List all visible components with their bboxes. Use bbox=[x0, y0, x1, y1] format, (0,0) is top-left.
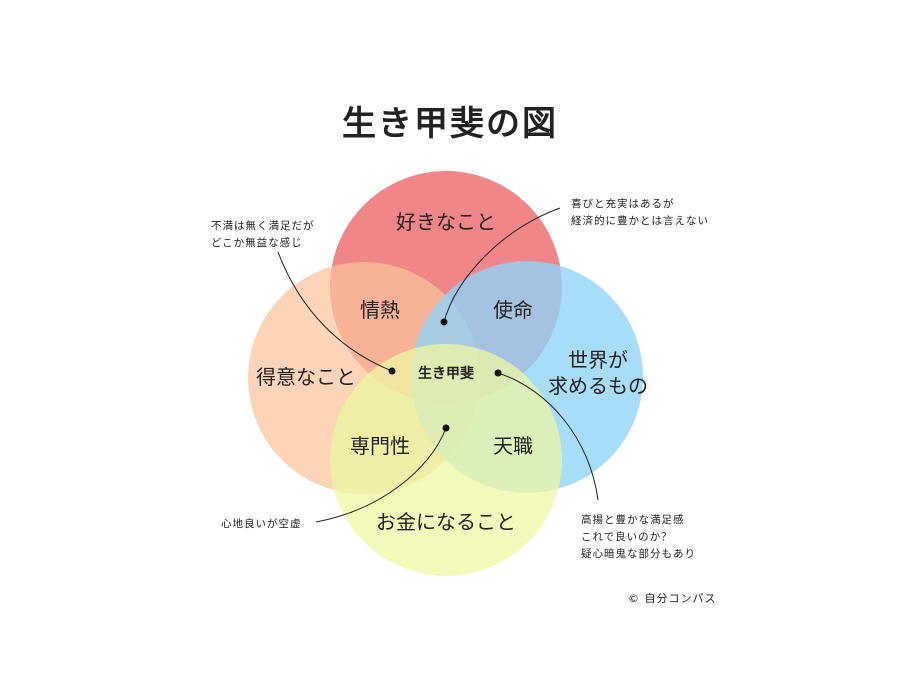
leader-line-bottom-left bbox=[315, 427, 447, 523]
note-bottom-right: 高揚と豊かな満足感 これで良いのか？ 疑心暗鬼な部分もあり bbox=[581, 514, 696, 560]
marker-dot bbox=[494, 369, 502, 377]
copyright: © 自分コンパス bbox=[628, 592, 717, 605]
label-likes: 好きなこと bbox=[396, 210, 496, 234]
label-vocation: 天職 bbox=[493, 434, 533, 458]
label-passion: 情熱 bbox=[360, 298, 400, 322]
label-money: お金になること bbox=[376, 510, 516, 534]
page-title: 生き甲斐の図 bbox=[342, 104, 558, 144]
note-top-right: 喜びと充実はあるが 経済的に豊かとは言えない bbox=[571, 198, 709, 227]
marker-dot bbox=[388, 367, 396, 375]
label-mission: 使命 bbox=[493, 298, 533, 322]
label-profession: 専門性 bbox=[350, 434, 410, 458]
leader-line-top-right bbox=[443, 207, 561, 323]
note-bottom-left: 心地良いが空虚 bbox=[221, 518, 302, 530]
leader-line-top-left bbox=[277, 251, 393, 372]
marker-dot bbox=[442, 424, 450, 432]
circle-money bbox=[330, 344, 562, 576]
label-skills: 得意なこと bbox=[256, 365, 356, 389]
leader-line-bottom-right bbox=[497, 372, 599, 501]
marker-dot bbox=[440, 318, 448, 326]
label-world-needs: 世界が 求めるもの bbox=[548, 348, 648, 398]
label-ikigai: 生き甲斐 bbox=[418, 366, 474, 382]
note-top-left: 不満は無く満足だが どこか無益な感じ bbox=[211, 220, 315, 249]
